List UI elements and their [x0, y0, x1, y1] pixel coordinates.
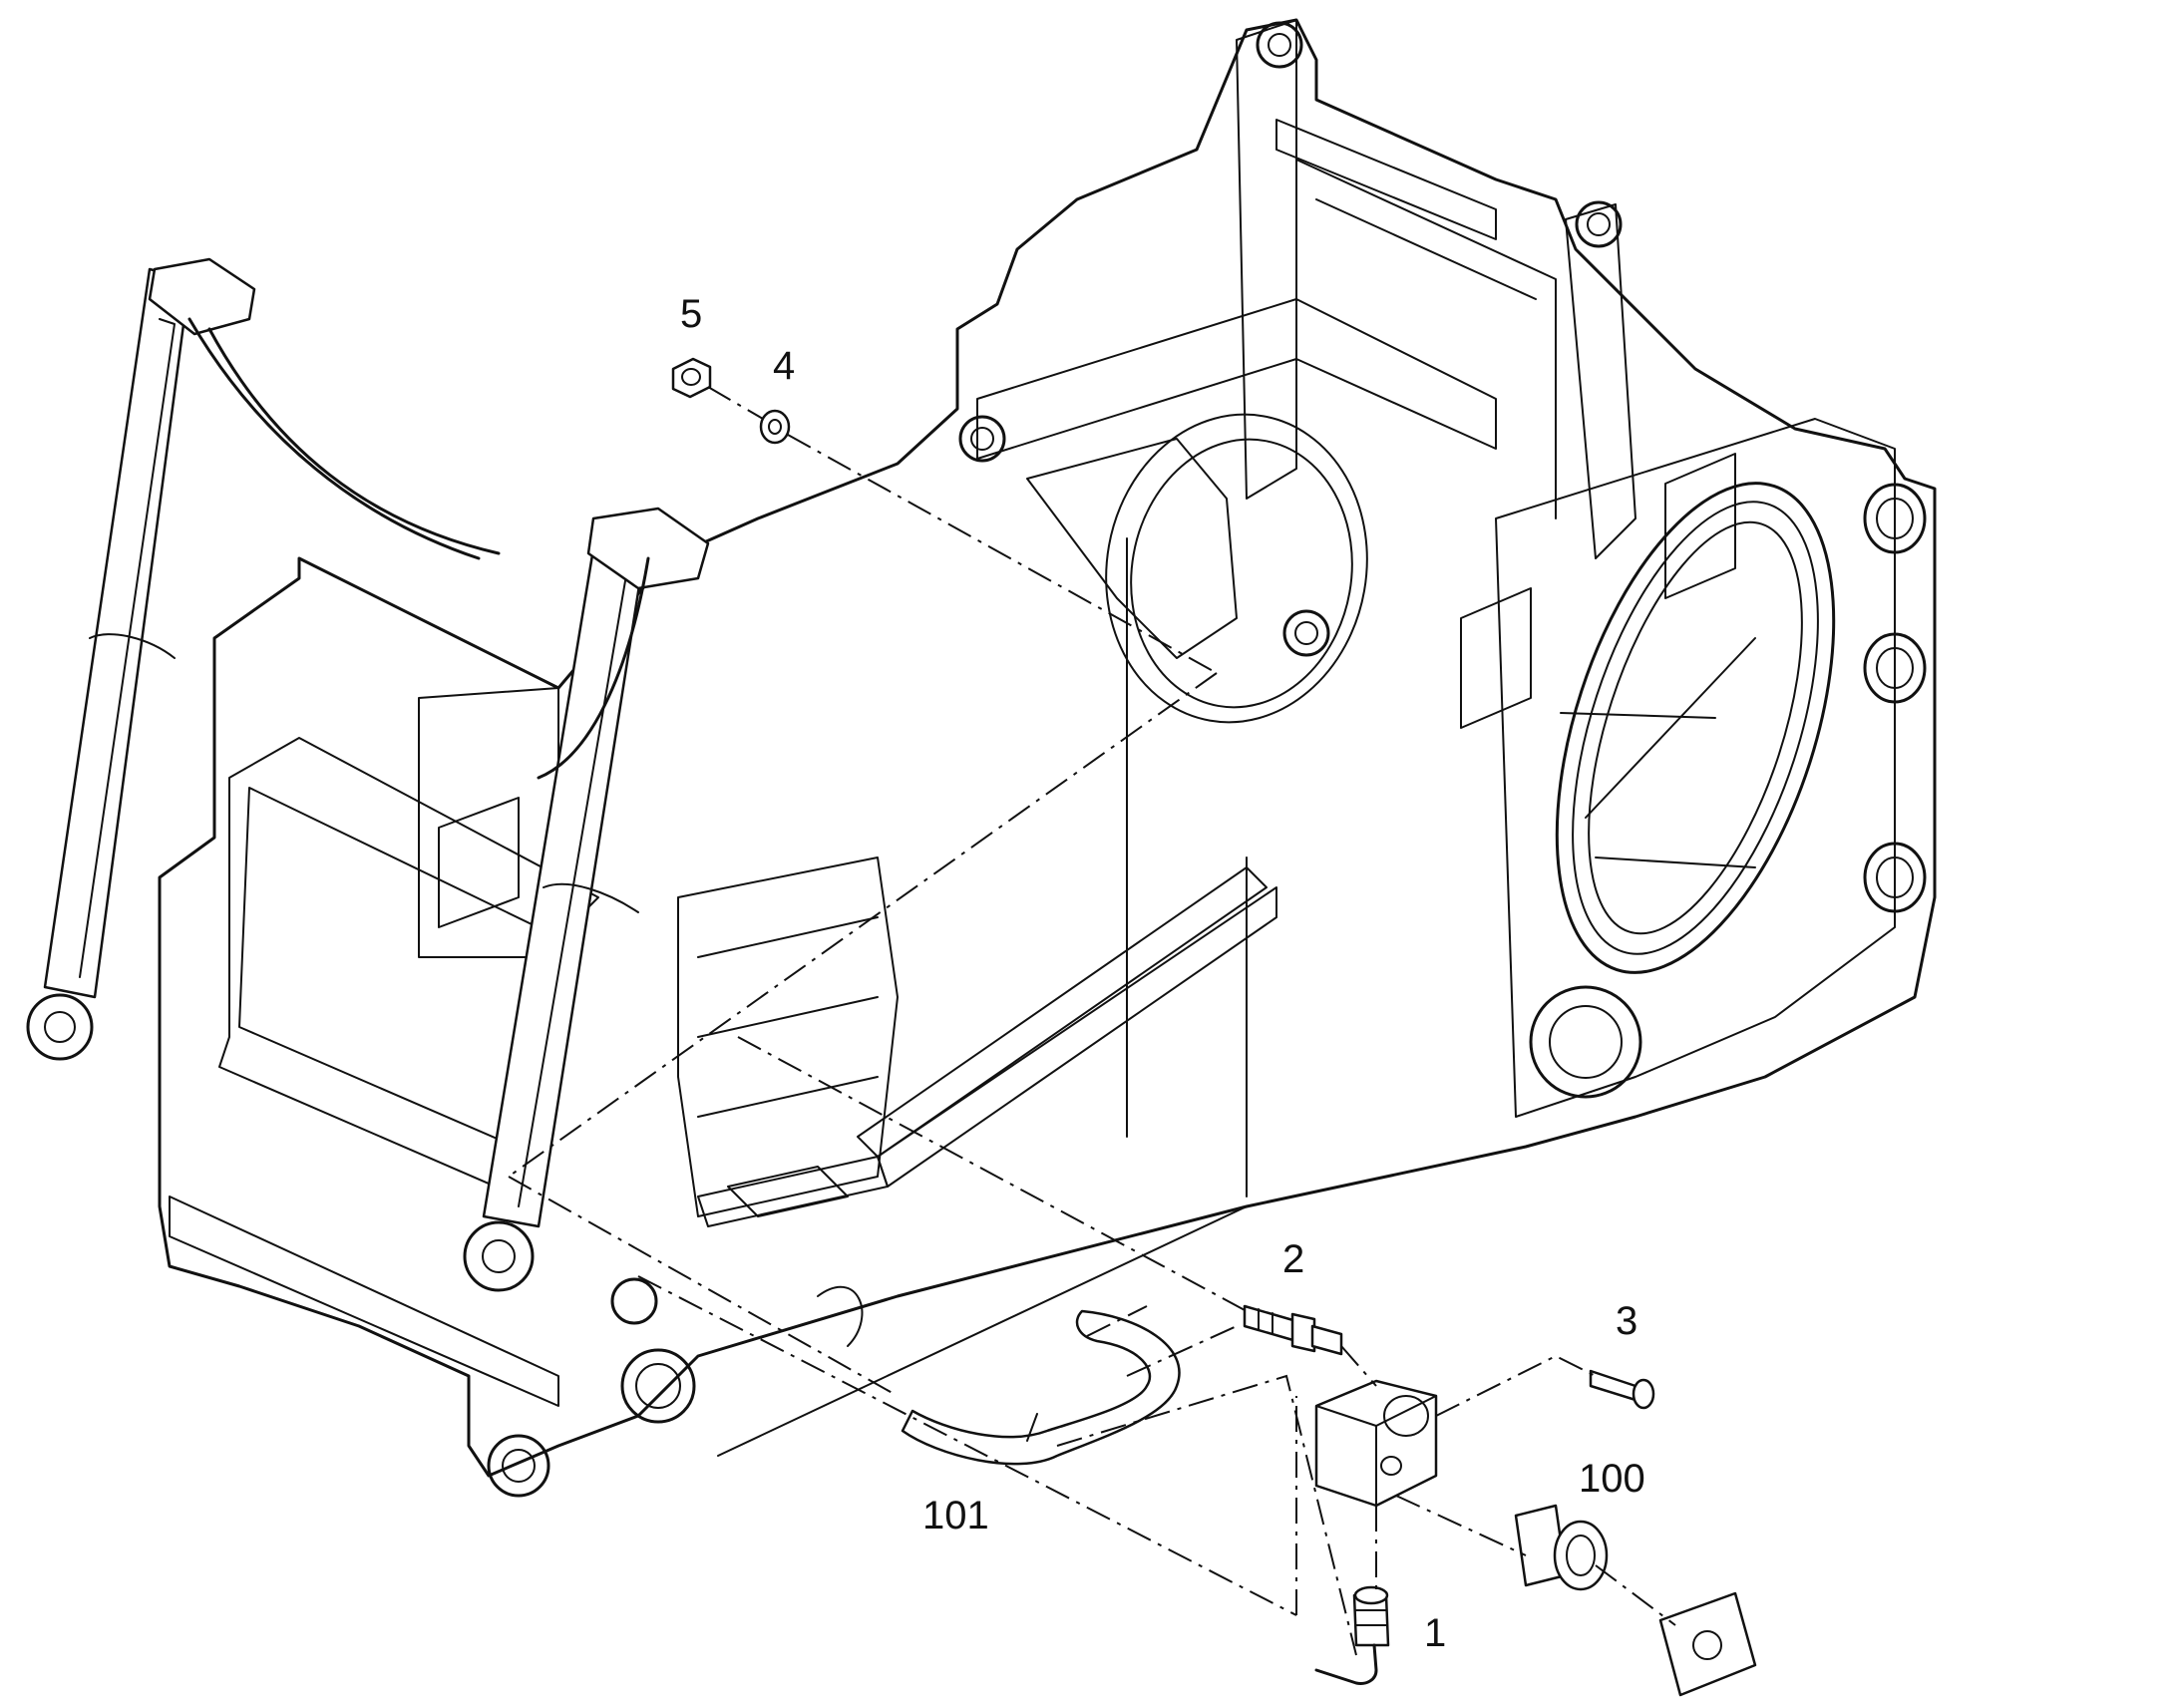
callout-3: 3 — [1616, 1299, 1638, 1343]
elbow-fitting-part-1 — [1314, 1585, 1390, 1685]
callout-101: 101 — [922, 1494, 989, 1537]
fitting-part-2 — [1243, 1304, 1343, 1356]
callout-2: 2 — [1282, 1237, 1305, 1281]
hex-nut-part-5 — [671, 357, 712, 399]
washer-part-4 — [759, 409, 791, 445]
housing-box — [1314, 1379, 1438, 1508]
callout-1: 1 — [1424, 1611, 1447, 1655]
grab-handle-part-101 — [901, 1309, 1181, 1466]
cover-plate — [1658, 1591, 1757, 1697]
bolt-part-3 — [1589, 1369, 1655, 1410]
callout-100: 100 — [1579, 1457, 1645, 1501]
left-hydraulic-cylinder — [26, 257, 501, 1061]
right-hydraulic-cylinder — [463, 507, 710, 1292]
callout-4: 4 — [773, 344, 796, 388]
callout-5: 5 — [680, 292, 703, 336]
connector-part-100 — [1514, 1504, 1609, 1591]
leader-lines — [508, 386, 1676, 1656]
chassis-frame — [158, 18, 1937, 1498]
